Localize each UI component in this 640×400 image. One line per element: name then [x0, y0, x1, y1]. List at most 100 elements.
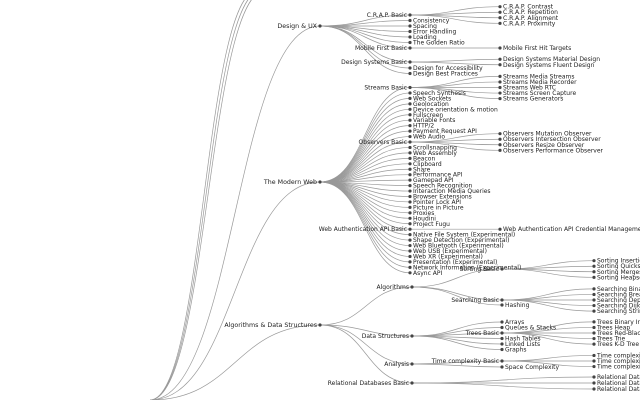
node-data-structures[interactable]: Data Structures — [362, 333, 409, 340]
branch-the-modern-web[interactable]: The Modern Web — [263, 179, 317, 186]
leaf-scrollsnapping[interactable]: Scrollsnapping — [413, 144, 457, 151]
leaf-picture-in-picture[interactable]: Picture in Picture — [413, 204, 464, 211]
node-observers-basic[interactable]: Observers Basic — [359, 139, 407, 146]
leaf-observers-intersection-observer[interactable]: Observers Intersection Observer — [503, 136, 601, 143]
node-algorithms[interactable]: Algorithms — [376, 284, 409, 291]
leaf-beacon[interactable]: Beacon — [413, 155, 435, 162]
leaf-design-systems-material-design[interactable]: Design Systems Material Design — [503, 56, 600, 63]
leaf-pointer-lock-api[interactable]: Pointer Lock API — [413, 199, 461, 206]
leaf-share[interactable]: Share — [413, 166, 431, 173]
leaf-trees-red-black-2[interactable]: Trees Red-Black — [596, 330, 640, 337]
node-sorting-basic[interactable]: Sorting Basic — [460, 266, 499, 273]
leaf-streams-generators[interactable]: Streams Generators — [503, 96, 563, 103]
leaf-trees-heap-1[interactable]: Trees Heap — [596, 324, 630, 331]
leaf-gamepad-api[interactable]: Gamepad API — [413, 177, 454, 184]
leaf-searching-breadth-1[interactable]: Searching Breadth — [597, 291, 640, 298]
leaf-web-xr-experimental[interactable]: Web XR (Experimental) — [413, 253, 483, 260]
leaf-spacing[interactable]: Spacing — [413, 23, 437, 30]
leaf-c-r-a-p-alignment[interactable]: C.R.A.P. Alignment — [503, 15, 559, 22]
leaf-shape-detection-experimental[interactable]: Shape Detection (Experimental) — [413, 237, 509, 244]
leaf-queues-and-stacks[interactable]: Queues & Stacks — [505, 325, 556, 332]
leaf-c-r-a-p-repetition[interactable]: C.R.A.P. Repetition — [503, 9, 558, 16]
leaf-searching-dijkstra-3[interactable]: Searching Dijkstra — [597, 303, 640, 310]
leaf-presentation-experimental[interactable]: Presentation (Experimental) — [413, 259, 497, 266]
branch-algorithms-and-data-structures[interactable]: Algorithms & Data Structures — [224, 322, 317, 329]
leaf-web-sockets[interactable]: Web Sockets — [413, 95, 451, 102]
node-trees-basic[interactable]: Trees Basic — [465, 330, 499, 337]
node-c-r-a-p-basic[interactable]: C.R.A.P. Basic — [367, 12, 407, 19]
leaf-loading[interactable]: Loading — [413, 34, 437, 41]
leaf-web-audio[interactable]: Web Audio — [413, 134, 445, 141]
leaf-mobile-first-hit-targets[interactable]: Mobile First Hit Targets — [503, 45, 571, 52]
leaf-c-r-a-p-contrast[interactable]: C.R.A.P. Contrast — [503, 4, 554, 11]
leaf-searching-string-4[interactable]: Searching String — [597, 308, 640, 315]
leaf-sorting-heapsort-3[interactable]: Sorting Heapsort — [597, 274, 640, 281]
leaf-relational-data-0[interactable]: Relational Data — [597, 374, 640, 381]
branch-design-and-ux[interactable]: Design & UX — [277, 23, 317, 30]
leaf-web-assembly[interactable]: Web Assembly — [413, 150, 457, 157]
leaf-sorting-quicksort-1[interactable]: Sorting Quicksort — [597, 263, 640, 270]
leaf-trees-binary-inv-0[interactable]: Trees Binary Inv — [596, 319, 640, 326]
leaf-speech-recognition[interactable]: Speech Recognition — [413, 183, 473, 190]
leaf-c-r-a-p-proximity[interactable]: C.R.A.P. Proximity — [503, 20, 556, 27]
leaf-consistency[interactable]: Consistency — [413, 18, 450, 25]
leaf-space-complexity[interactable]: Space Complexity — [505, 364, 560, 371]
node-streams-basic[interactable]: Streams Basic — [364, 85, 407, 92]
leaf-web-authentication-api-credential-management[interactable]: Web Authentication API Credential Manage… — [503, 226, 640, 233]
leaf-async-api[interactable]: Async API — [413, 270, 443, 277]
leaf-time-complexity-2[interactable]: Time complexity — [596, 364, 640, 371]
leaf-sorting-insertion-0[interactable]: Sorting Insertion — [597, 258, 640, 265]
leaf-variable-fonts[interactable]: Variable Fonts — [413, 117, 455, 124]
node-design-systems-basic[interactable]: Design Systems Basic — [341, 59, 407, 66]
leaf-web-usb-experimental[interactable]: Web USB (Experimental) — [413, 248, 487, 255]
leaf-searching-depth-2[interactable]: Searching Depth — [597, 297, 640, 304]
leaf-http-2[interactable]: HTTP/2 — [413, 123, 434, 130]
leaf-time-complexity-1[interactable]: Time complexity — [596, 358, 640, 365]
leaf-linked-lists[interactable]: Linked Lists — [505, 341, 540, 348]
leaf-observers-mutation-observer[interactable]: Observers Mutation Observer — [503, 131, 592, 138]
leaf-speech-synthesis[interactable]: Speech Synthesis — [413, 90, 466, 97]
leaf-streams-media-streams[interactable]: Streams Media Streams — [503, 73, 575, 80]
leaf-observers-performance-observer[interactable]: Observers Performance Observer — [503, 147, 604, 154]
leaf-error-handling[interactable]: Error Handling — [413, 29, 456, 36]
leaf-payment-request-api[interactable]: Payment Request API — [413, 128, 477, 135]
leaf-hashing[interactable]: Hashing — [505, 302, 530, 309]
node-mobile-first-basic[interactable]: Mobile First Basic — [355, 45, 407, 52]
leaf-observers-resize-observer[interactable]: Observers Resize Observer — [503, 142, 585, 149]
leaf-clipboard[interactable]: Clipboard — [413, 161, 442, 168]
leaf-graphs[interactable]: Graphs — [505, 347, 527, 354]
leaf-device-orientation-and-motion[interactable]: Device orientation & motion — [413, 106, 498, 113]
leaf-streams-media-recorder[interactable]: Streams Media Recorder — [503, 79, 577, 86]
node-analysis[interactable]: Analysis — [384, 361, 409, 368]
leaf-houdini[interactable]: Houdini — [413, 215, 436, 222]
node-relational-databases-basic[interactable]: Relational Databases Basic — [328, 380, 409, 387]
leaf-project-fugu[interactable]: Project Fugu — [413, 221, 450, 228]
leaf-streams-web-rtc[interactable]: Streams Web RTC — [503, 85, 556, 92]
leaf-network-information-experimental[interactable]: Network Information (Experimental) — [413, 264, 521, 271]
leaf-interaction-media-queries[interactable]: Interaction Media Queries — [413, 188, 491, 195]
leaf-geolocation[interactable]: Geolocation — [413, 101, 449, 108]
leaf-sorting-mergesort-2[interactable]: Sorting Mergesort — [597, 269, 640, 276]
leaf-searching-binary-0[interactable]: Searching Binary — [597, 286, 640, 293]
leaf-fullscreen[interactable]: Fullscreen — [413, 112, 443, 119]
leaf-native-file-system-experimental[interactable]: Native File System (Experimental) — [413, 232, 515, 239]
leaf-web-bluetooth-experimental[interactable]: Web Bluetooth (Experimental) — [413, 243, 504, 250]
leaf-browser-extensions[interactable]: Browser Extensions — [413, 194, 472, 201]
leaf-proxies[interactable]: Proxies — [413, 210, 434, 217]
node-web-authentication-api-basic[interactable]: Web Authentication API Basic — [319, 226, 407, 233]
leaf-hash-tables[interactable]: Hash Tables — [505, 336, 541, 343]
leaf-relational-data-2[interactable]: Relational Data — [597, 386, 640, 393]
node-time-complexity-basic[interactable]: Time complexity Basic — [431, 358, 499, 365]
leaf-streams-screen-capture[interactable]: Streams Screen Capture — [503, 90, 576, 97]
leaf-trees-trie-3[interactable]: Trees Trie — [596, 336, 625, 343]
leaf-design-best-practices[interactable]: Design Best Practices — [413, 71, 478, 78]
leaf-relational-data-1[interactable]: Relational Data — [597, 380, 640, 387]
leaf-time-complexity-0[interactable]: Time complexity — [596, 352, 640, 359]
leaf-design-systems-fluent-design[interactable]: Design Systems Fluent Design — [503, 62, 595, 69]
leaf-the-golden-ratio[interactable]: The Golden Ratio — [412, 40, 465, 47]
leaf-trees-k-d-tree-4[interactable]: Trees K-D Tree — [596, 341, 639, 348]
leaf-design-for-accessibility[interactable]: Design for Accessibility — [413, 65, 483, 72]
leaf-arrays[interactable]: Arrays — [505, 319, 524, 326]
node-searching-basic[interactable]: Searching Basic — [451, 297, 499, 304]
